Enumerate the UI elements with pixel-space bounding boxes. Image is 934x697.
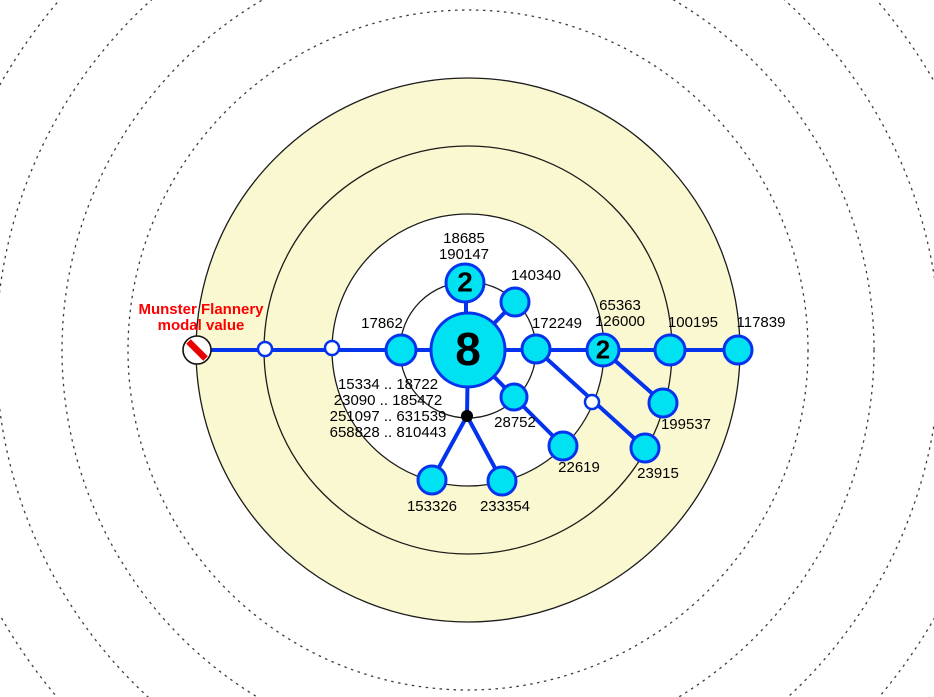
node-collapsed-black-dot[interactable] [461, 410, 473, 422]
label-collapsed-ranges-line-3: 251097 .. 631539 [329, 408, 447, 425]
label-199537: 199537 [661, 417, 711, 433]
node-140340[interactable] [499, 286, 531, 318]
label-172249: 172249 [532, 316, 582, 332]
label-233354: 233354 [480, 499, 530, 515]
node-233354[interactable] [486, 465, 518, 497]
label-117839-line-1: 117839 [736, 314, 786, 331]
node-100195[interactable] [653, 333, 687, 367]
label-modal-value-line-2: modal value [157, 317, 245, 334]
label-collapsed-ranges-line-2: 23090 .. 185472 [333, 392, 443, 409]
badge-cluster-count-2-right: 2 [595, 334, 611, 365]
junction-node-3[interactable] [583, 393, 601, 411]
label-collapsed-ranges-line-4: 658828 .. 810443 [329, 424, 447, 441]
label-140340-line-1: 140340 [510, 267, 562, 284]
label-199537-line-1: 199537 [660, 416, 712, 433]
label-28752-line-1: 28752 [494, 414, 536, 431]
node-153326[interactable] [416, 464, 448, 496]
label-153326-line-1: 153326 [406, 498, 458, 515]
label-65363-126000-line-2: 126000 [594, 313, 646, 330]
node-22619[interactable] [547, 430, 579, 462]
label-modal-value-line-1: Munster Flannery [138, 301, 264, 318]
node-cluster-2-top[interactable] [444, 262, 486, 304]
label-117839: 117839 [737, 315, 786, 331]
node-172249[interactable] [520, 333, 552, 365]
label-collapsed-ranges-line-1: 15334 .. 18722 [337, 376, 439, 393]
badge-cluster-count-8: 8 [455, 322, 481, 375]
label-23915: 23915 [637, 466, 679, 482]
label-100195-line-1: 100195 [667, 314, 719, 331]
label-233354-line-1: 233354 [479, 498, 531, 515]
label-172249-line-1: 172249 [531, 315, 583, 332]
modal-stripe-icon [186, 339, 208, 361]
label-140340: 140340 [511, 268, 561, 284]
label-17862: 17862 [361, 316, 403, 332]
junction-node-2[interactable] [323, 339, 341, 357]
label-22619-line-1: 22619 [558, 459, 600, 476]
node-28752[interactable] [499, 382, 529, 412]
label-153326: 153326 [407, 499, 457, 515]
label-22619: 22619 [558, 460, 600, 476]
node-center-cluster-8[interactable] [429, 311, 507, 389]
node-199537[interactable] [647, 387, 679, 419]
label-100195: 100195 [668, 315, 718, 331]
label-18685-190147-line-1: 18685 [443, 230, 485, 247]
label-18685-190147-line-2: 190147 [438, 246, 490, 263]
node-17862[interactable] [384, 333, 418, 367]
badge-cluster-count-2-top: 2 [457, 266, 473, 298]
label-28752: 28752 [494, 415, 536, 431]
label-17862-line-1: 17862 [361, 315, 403, 332]
label-23915-line-1: 23915 [637, 465, 679, 482]
node-117839[interactable] [722, 334, 754, 366]
label-65363-126000-line-1: 65363 [599, 297, 641, 314]
junction-node-1[interactable] [256, 340, 274, 358]
node-23915[interactable] [629, 432, 661, 464]
node-cluster-2-right[interactable] [585, 332, 621, 368]
ring-dotted-1 [127, 9, 809, 691]
ring-dotted-2 [61, 0, 875, 697]
